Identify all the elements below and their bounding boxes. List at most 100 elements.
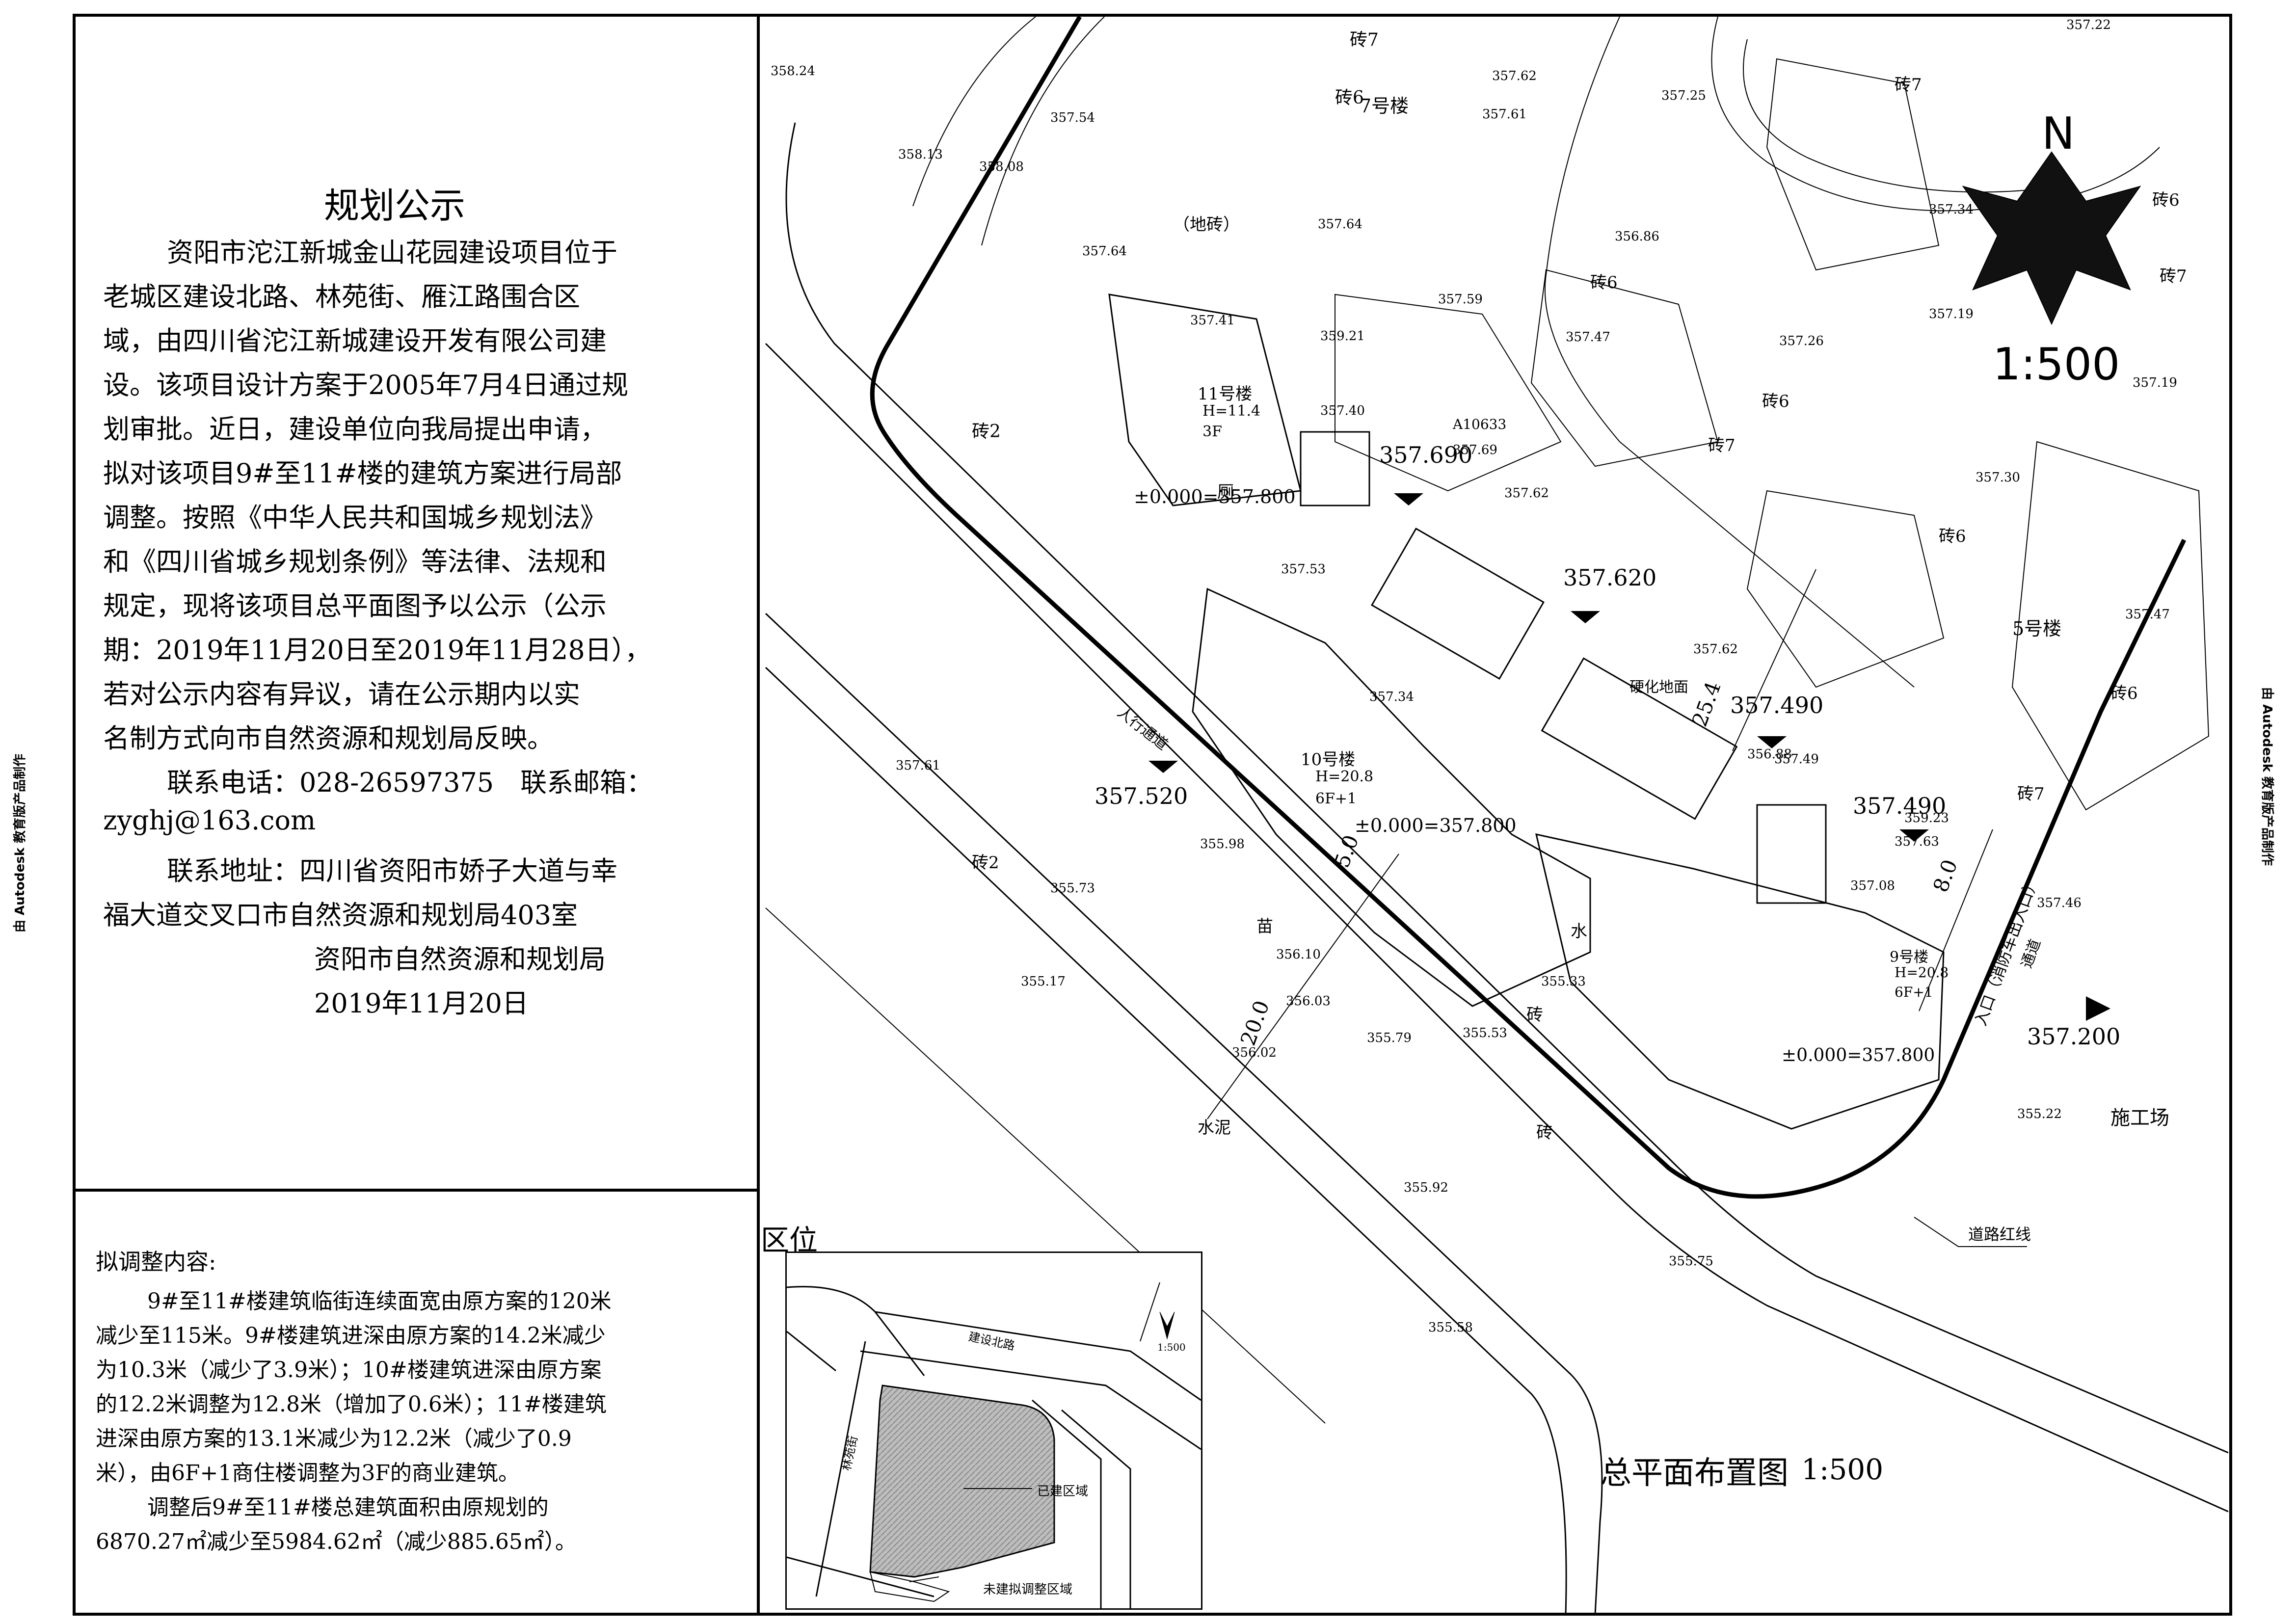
spot-elevation: 357.69 bbox=[1453, 443, 1497, 457]
spot-elevation: 357.40 bbox=[1320, 403, 1365, 418]
spot-elevation: 355.22 bbox=[2017, 1107, 2062, 1121]
spot-elevation: 357.62 bbox=[1693, 642, 1738, 657]
spot-elevation: 355.17 bbox=[1021, 974, 1066, 989]
material-label: 砖 bbox=[1526, 1005, 1543, 1025]
elevation-label: 357.200 bbox=[2027, 1023, 2121, 1050]
notice-line: 名制方式向市自然资源和规划局反映。 bbox=[103, 723, 554, 754]
spot-elevation: 356.86 bbox=[1615, 229, 1659, 244]
spot-elevation: 356.88 bbox=[1747, 747, 1792, 762]
spot-elevation: 357.54 bbox=[1050, 110, 1095, 125]
adjust-line: 进深由原方案的13.1米减少为12.2米（减少了0.9 bbox=[96, 1426, 572, 1451]
material-label: 砖6 bbox=[1335, 88, 1364, 108]
spot-elevation: 355.73 bbox=[1050, 881, 1095, 896]
spot-elevation: 356.03 bbox=[1286, 994, 1331, 1009]
code-label: A10633 bbox=[1453, 416, 1507, 432]
spot-elevation: 355.79 bbox=[1367, 1031, 1412, 1045]
material-label: 砖6 bbox=[1939, 527, 1966, 546]
adjust-line: 米），由6F+1商住楼调整为3F的商业建筑。 bbox=[96, 1461, 520, 1486]
adjust-line: 6870.27㎡减少至5984.62㎡（减少885.65㎡）。 bbox=[96, 1529, 577, 1554]
building-9-height: H=20.8 bbox=[1895, 964, 1949, 981]
spot-elevation: 357.64 bbox=[1082, 244, 1127, 259]
adjust-line: 9#至11#楼建筑临街连续面宽由原方案的120米 bbox=[147, 1289, 612, 1314]
notice-line: 设。该项目设计方案于2005年7月4日通过规 bbox=[103, 370, 629, 400]
cement-label: 水泥 bbox=[1198, 1118, 1231, 1138]
spot-elevation: 357.22 bbox=[2066, 18, 2111, 32]
material-label: 砖 bbox=[1536, 1123, 1553, 1143]
site-label: 施工场 bbox=[2110, 1107, 2169, 1129]
spot-elevation: 357.25 bbox=[1661, 88, 1706, 103]
building-10-height: H=20.8 bbox=[1315, 768, 1374, 785]
building-10-floors: 6F+1 bbox=[1315, 790, 1357, 807]
spot-elevation: 355.58 bbox=[1428, 1320, 1473, 1335]
spot-elevation: 358.13 bbox=[898, 147, 943, 162]
scale-label: 1:500 bbox=[1993, 339, 2120, 390]
notice-line: 域，由四川省沱江新城建设开发有限公司建 bbox=[103, 325, 607, 356]
spot-elevation: 357.53 bbox=[1281, 562, 1326, 577]
building-9-name: 9号楼 bbox=[1890, 949, 1929, 966]
elevation-label: 357.690 bbox=[1379, 442, 1473, 468]
building-5-label: 5号楼 bbox=[2012, 618, 2062, 639]
north-label: N bbox=[2042, 108, 2075, 160]
elevation-label: 357.490 bbox=[1853, 793, 1947, 819]
built-area-label: 已建区域 bbox=[1037, 1484, 1089, 1499]
building-11-zero: ±0.000=357.800 bbox=[1134, 486, 1296, 507]
building-11-name: 11号楼 bbox=[1198, 384, 1253, 404]
elevation-label: 357.490 bbox=[1730, 692, 1824, 719]
material-label: 砖6 bbox=[2110, 684, 2138, 703]
spot-elevation: 357.26 bbox=[1779, 334, 1824, 348]
plan-frame bbox=[757, 14, 2232, 1616]
material-label: 水 bbox=[1571, 922, 1587, 941]
adjust-line: 的12.2米调整为12.8米（增加了0.6米）；11#楼建筑 bbox=[96, 1392, 607, 1417]
material-label: 砖2 bbox=[972, 422, 1001, 442]
material-label: 砖7 bbox=[1708, 436, 1735, 455]
material-label: 苗 bbox=[1256, 917, 1273, 936]
notice-title: 规划公示 bbox=[324, 185, 466, 226]
location-title: 区位 bbox=[761, 1224, 818, 1257]
spot-elevation: 356.10 bbox=[1276, 947, 1321, 962]
spot-elevation: 358.08 bbox=[979, 160, 1024, 174]
spot-elevation: 357.19 bbox=[1929, 307, 1974, 321]
building-9-floors: 6F+1 bbox=[1895, 984, 1933, 1000]
building-10-zero: ±0.000=357.800 bbox=[1355, 815, 1517, 836]
adjust-heading: 拟调整内容: bbox=[96, 1249, 216, 1275]
notice-line: 老城区建设北路、林苑街、雁江路围合区 bbox=[103, 281, 580, 312]
building-9-zero: ±0.000=357.800 bbox=[1782, 1045, 1935, 1065]
spot-elevation: 357.63 bbox=[1895, 834, 1939, 849]
notice-line: 资阳市沱江新城金山花园建设项目位于 bbox=[167, 237, 617, 268]
spot-elevation: 357.41 bbox=[1190, 313, 1235, 328]
plan-title: 总平面布置图 bbox=[1600, 1455, 1789, 1491]
material-label: 砖6 bbox=[1590, 273, 1618, 293]
spot-elevation: 357.62 bbox=[1492, 69, 1537, 83]
location-map-svg bbox=[787, 1282, 1201, 1608]
spot-elevation: 357.34 bbox=[1929, 202, 1974, 217]
material-label: 砖7 bbox=[2160, 266, 2187, 286]
spot-elevation: 355.53 bbox=[1463, 1026, 1507, 1040]
material-label: 砖7 bbox=[1350, 30, 1379, 50]
spot-elevation: 357.30 bbox=[1976, 470, 2020, 485]
spot-elevation: 357.62 bbox=[1504, 486, 1549, 501]
spot-elevation: 358.24 bbox=[771, 64, 815, 79]
material-label: 砖7 bbox=[1895, 75, 1922, 95]
notice-line: 划审批。近日，建设单位向我局提出申请， bbox=[103, 414, 607, 445]
building-11-toilet: 厕 bbox=[1217, 482, 1234, 502]
elevation-label: 357.520 bbox=[1095, 783, 1188, 809]
paving-label: （地砖） bbox=[1173, 215, 1240, 235]
notice-line: 和《四川省城乡规划条例》等法律、法规和 bbox=[103, 546, 607, 577]
material-label: 砖7 bbox=[2017, 784, 2045, 804]
notice-line: 期：2019年11月20日至2019年11月28日）， bbox=[103, 635, 651, 666]
spot-elevation: 356.02 bbox=[1232, 1045, 1277, 1060]
location-map: 已建区域 未建拟调整区域 建设北路 林苑街 1:500 bbox=[785, 1251, 1202, 1610]
notice-line: 调整。按照《中华人民共和国城乡规划法》 bbox=[103, 502, 607, 533]
notice-line: 拟对该项目9#至11#楼的建筑方案进行局部 bbox=[103, 458, 622, 489]
notice-org: 资阳市自然资源和规划局 bbox=[314, 944, 606, 975]
notice-line: zyghj@163.com bbox=[103, 805, 316, 836]
spot-elevation: 359.23 bbox=[1904, 811, 1949, 825]
hard-ground-label: 硬化地面 bbox=[1629, 679, 1688, 696]
elevation-label: 357.620 bbox=[1563, 564, 1657, 591]
material-label: 砖2 bbox=[972, 853, 999, 873]
adjust-line: 调整后9#至11#楼总建筑面积由原规划的 bbox=[147, 1495, 549, 1520]
red-line-label: 道路红线 bbox=[1968, 1225, 2031, 1244]
unbuilt-area-label: 未建拟调整区域 bbox=[983, 1582, 1073, 1597]
material-label: 砖6 bbox=[1762, 392, 1789, 411]
